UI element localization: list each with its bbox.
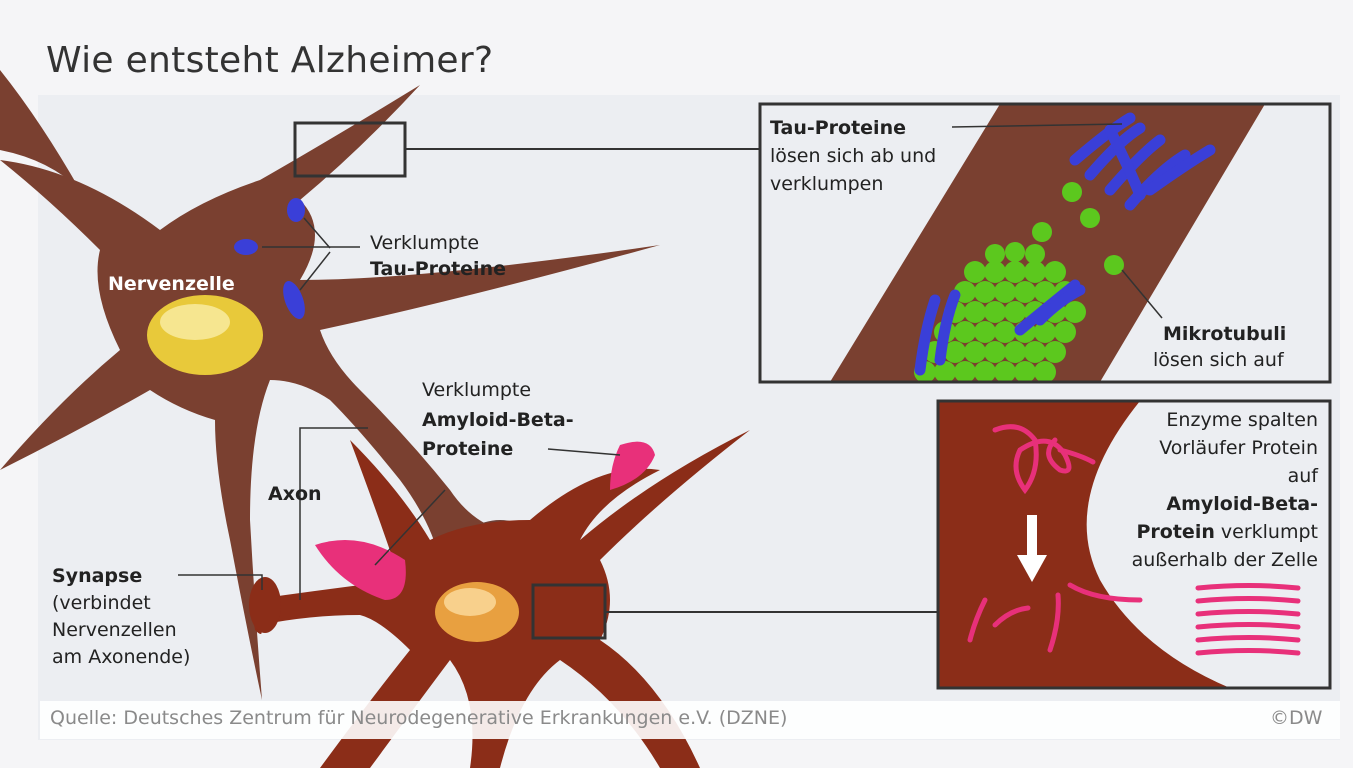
lower-nucleus-highlight [444,588,496,616]
label-synapse-line1: Synapse [52,563,142,589]
inset-amyloid-line5-bold: Protein [1137,521,1215,543]
inset-mikro-title: Mikrotubuli [1163,321,1286,347]
label-amyloid-line1: Verklumpte [422,377,531,403]
inset-amyloid-line4: Amyloid-Beta- [1166,491,1318,517]
inset-amyloid-line5-rest: verklumpt [1215,521,1318,543]
label-nervenzelle: Nervenzelle [108,271,235,297]
label-tau-small-line1: Verklumpte [370,230,479,256]
label-axon: Axon [268,481,322,507]
label-synapse-line2: (verbindet [52,590,151,616]
inset-amyloid-line6: außerhalb der Zelle [1132,547,1318,573]
label-amyloid-line3: Proteine [422,436,513,462]
label-tau-small-line2: Tau-Proteine [370,256,506,282]
tau-blob [234,239,258,255]
inset-enzyme-line2: Vorläufer Protein [1159,435,1318,461]
inset-enzyme-line1: Enzyme spalten [1166,407,1318,433]
label-synapse-line4: am Axonende) [52,644,190,670]
inset-tau-title: Tau-Proteine [770,115,906,141]
inset-enzyme-line3: auf [1288,463,1318,489]
page-title: Wie entsteht Alzheimer? [46,40,493,81]
copyright: ©DW [1270,707,1322,729]
tau-blob [287,198,305,222]
source-credit: Quelle: Deutsches Zentrum für Neurodegen… [50,707,787,729]
label-amyloid-line2: Amyloid-Beta- [422,407,574,433]
synapse-terminal [249,577,281,633]
inset-tau-line3: verklumpen [770,171,883,197]
label-synapse-line3: Nervenzellen [52,617,177,643]
upper-nucleus-highlight [160,304,230,340]
inset-amyloid-line5: Protein verklumpt [1137,519,1319,545]
inset-mikro-line2: lösen sich auf [1153,347,1284,373]
inset-tau-line2: lösen sich ab und [770,143,936,169]
